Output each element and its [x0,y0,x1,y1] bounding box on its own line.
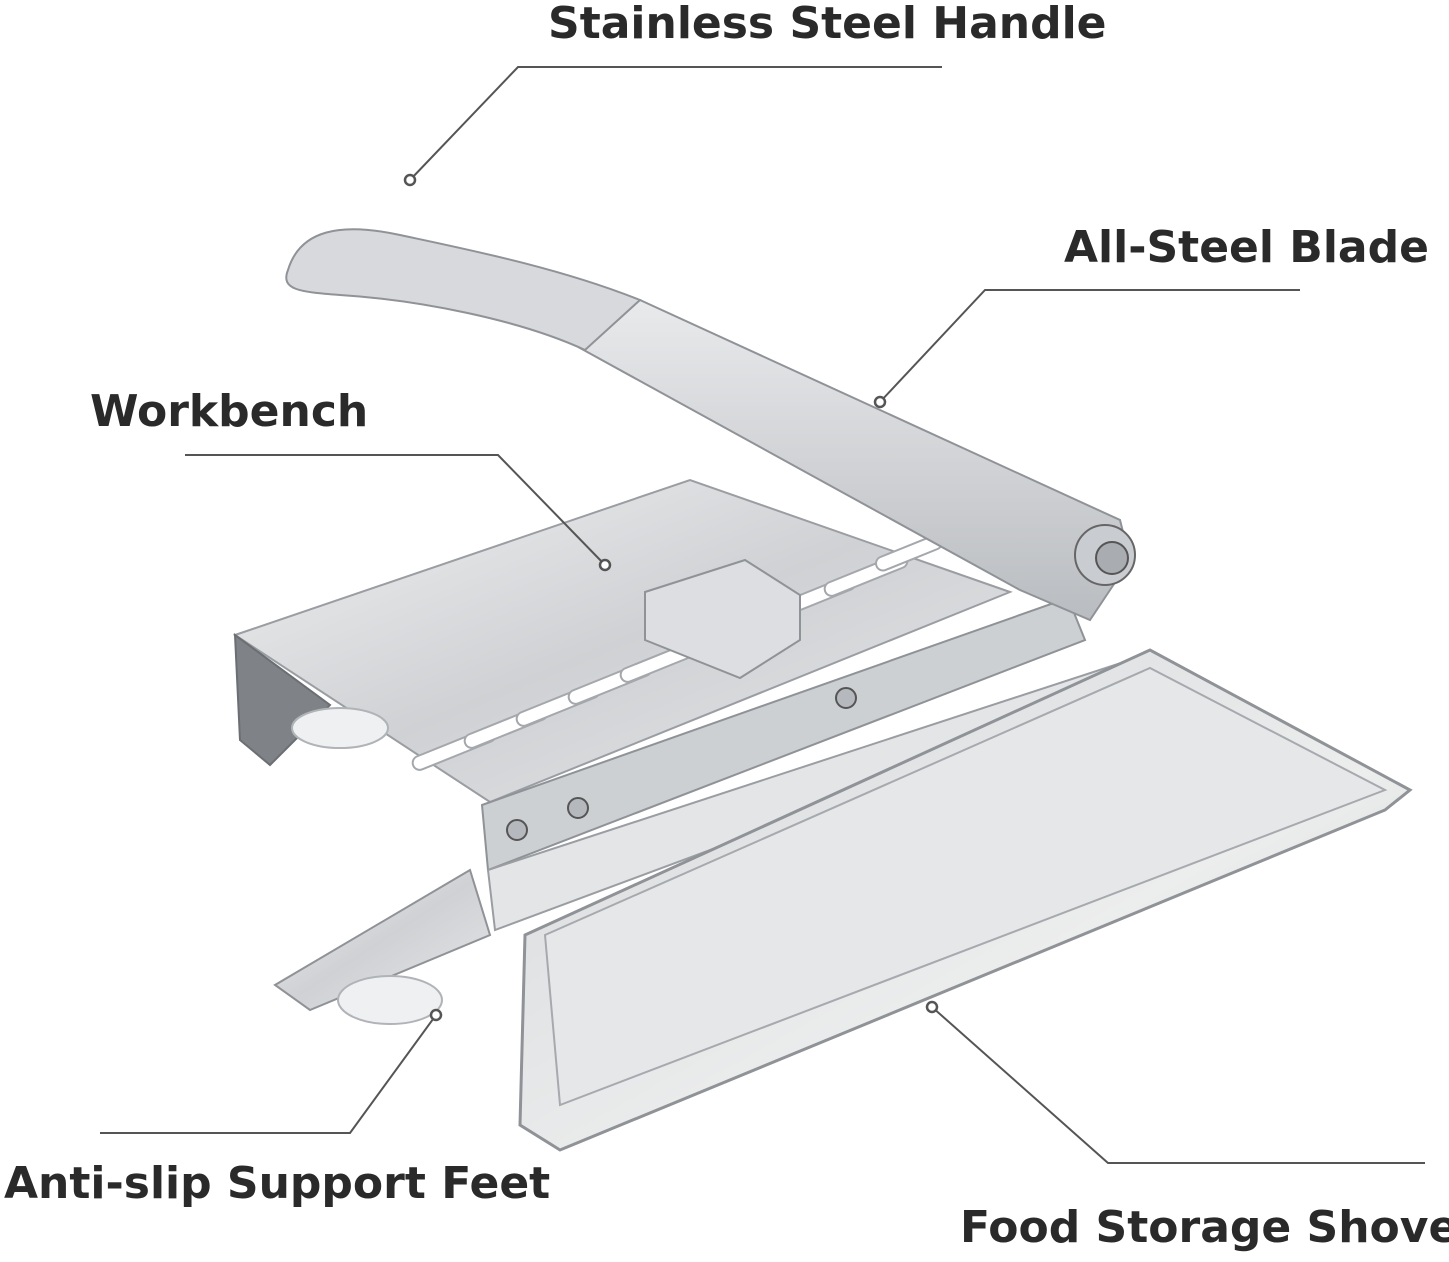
label-anti-slip-support-feet: Anti-slip Support Feet [4,1158,551,1209]
workbench-plate [232,478,1013,804]
front-rail [480,596,1087,872]
leader-blade [879,289,1300,403]
label-workbench: Workbench [90,386,369,437]
label-food-storage-shovel: Food Storage Shovel [960,1202,1449,1253]
guide-block [644,558,801,680]
leader-dots [403,173,939,1022]
label-all-steel-blade: All-Steel Blade [1064,222,1429,273]
screws [506,687,857,841]
tray-floor [543,666,1388,1107]
label-stainless-steel-handle: Stainless Steel Handle [548,0,1107,49]
leader-lines [100,66,1425,1164]
workbench-side-panel [233,632,332,767]
pivot-bolt [1074,524,1136,586]
leader-handle [409,66,942,181]
leader-workbench [185,454,606,566]
leader-shovel [931,1006,1425,1164]
left-foot-arm [273,868,492,1012]
leader-feet [100,1014,437,1134]
back-suction-foot [291,707,389,749]
handle [285,228,642,352]
left-suction-foot [337,975,443,1025]
